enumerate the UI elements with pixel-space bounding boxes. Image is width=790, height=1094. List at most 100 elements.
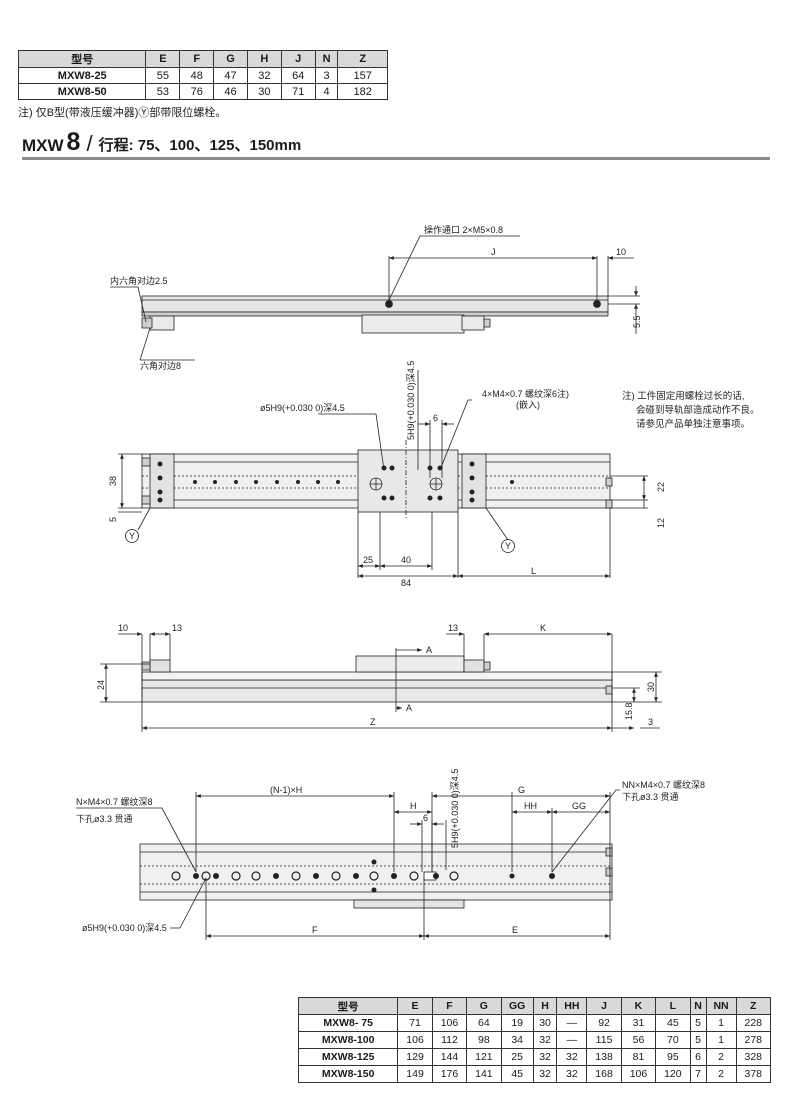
- bottom-dim-HH: HH: [524, 801, 537, 811]
- plan-pin-hole: ø5H9(+0.030 0)深4.5: [260, 403, 345, 413]
- side-view: [100, 632, 662, 732]
- value-cell: 176: [431, 1065, 468, 1083]
- plan-dim-6: 6: [433, 413, 438, 423]
- top-table-header-cell: 型号: [17, 50, 147, 68]
- value-cell: 30: [246, 83, 282, 100]
- value-cell: 168: [586, 1065, 622, 1083]
- value-cell: 32: [556, 1065, 588, 1083]
- plan-thread: 4×M4×0.7 螺纹深6注): [482, 388, 569, 399]
- value-cell: 92: [586, 1014, 622, 1032]
- value-cell: 53: [145, 83, 181, 100]
- side-dim-30: 30: [646, 682, 656, 692]
- bottom-slot: 5H9(+0.030 0)深4.5: [450, 769, 460, 848]
- value-cell: 71: [280, 83, 316, 100]
- plan-dim-25: 25: [363, 555, 373, 565]
- value-cell: 64: [466, 1014, 502, 1032]
- value-cell: 2: [705, 1065, 737, 1083]
- value-cell: 5: [689, 1031, 707, 1049]
- model-cell: MXW8-50: [17, 83, 147, 100]
- bottom-pin-hole: ø5H9(+0.030 0)深4.5: [82, 923, 167, 933]
- marker-Y-right: Y: [505, 541, 511, 551]
- top-view: [110, 235, 640, 361]
- title-slash: /: [86, 131, 93, 156]
- value-cell: 112: [431, 1031, 468, 1049]
- value-cell: 182: [337, 83, 388, 100]
- plan-view-holes: [157, 461, 514, 503]
- plan-thread-sub: (嵌入): [516, 400, 540, 410]
- bottom-view: [76, 789, 620, 940]
- side-dim-K: K: [540, 623, 546, 633]
- bottom-dim-H: H: [410, 801, 417, 811]
- value-cell: 25: [500, 1048, 534, 1066]
- model-cell: MXW8- 75: [297, 1014, 399, 1032]
- value-cell: —: [556, 1031, 588, 1049]
- value-cell: 76: [179, 83, 215, 100]
- bottom-dim-N1H: (N-1)×H: [270, 785, 302, 795]
- value-cell: 30: [532, 1014, 558, 1032]
- bottom-dim-G: G: [518, 785, 525, 795]
- title-rule: [22, 157, 770, 160]
- value-cell: 81: [620, 1048, 657, 1066]
- plan-dim-12: 12: [656, 518, 666, 528]
- top-table-header-cell: E: [145, 50, 181, 68]
- value-cell: 1: [705, 1014, 737, 1032]
- value-cell: 149: [397, 1065, 433, 1083]
- value-cell: 1: [705, 1031, 737, 1049]
- bottom-thread-N: N×M4×0.7 螺纹深8: [76, 796, 153, 807]
- dim-J-top: J: [491, 247, 496, 257]
- plan-view: [118, 370, 648, 578]
- value-cell: 278: [735, 1031, 772, 1049]
- side-dim-Z: Z: [370, 717, 376, 727]
- bottom-thread-NN: NN×M4×0.7 螺纹深8: [622, 779, 705, 790]
- caution-line-2: 会碰到导轨部造成动作不良。: [636, 405, 760, 416]
- value-cell: 6: [689, 1048, 707, 1066]
- dim-10-top: 10: [616, 247, 626, 257]
- value-cell: 378: [735, 1065, 772, 1083]
- value-cell: 46: [213, 83, 248, 100]
- value-cell: 5: [689, 1014, 707, 1032]
- dim-5-5-top: 5.5: [632, 315, 642, 328]
- value-cell: 56: [620, 1031, 657, 1049]
- value-cell: —: [556, 1014, 588, 1032]
- value-cell: 129: [397, 1048, 433, 1066]
- bottom-dim-GG: GG: [572, 801, 586, 811]
- value-cell: 70: [655, 1031, 691, 1049]
- plan-dim-38: 38: [108, 476, 118, 486]
- model-cell: MXW8-100: [297, 1031, 399, 1049]
- title-stroke: 行程: 75、100、125、150mm: [98, 137, 302, 154]
- section-A-top: A: [426, 645, 432, 655]
- value-cell: 48: [179, 67, 215, 84]
- bottom-through-NN: 下孔ø3.3 贯通: [622, 792, 679, 802]
- side-dim-24: 24: [96, 680, 106, 690]
- value-cell: 157: [337, 67, 388, 84]
- plan-dim-22: 22: [656, 482, 666, 492]
- title-model: MXW: [22, 136, 64, 155]
- caution-note: 注) 工件固定用螺栓过长的话, 会碰到导轨部造成动作不良。 请参见产品单独注意事…: [622, 390, 760, 432]
- plan-dim-40: 40: [401, 555, 411, 565]
- bottom-table-header-cell: Z: [735, 997, 772, 1015]
- bottom-table-header-cell: GG: [500, 997, 534, 1015]
- value-cell: 45: [500, 1065, 534, 1083]
- value-cell: 120: [655, 1065, 691, 1083]
- bottom-table-header-cell: K: [620, 997, 657, 1015]
- bottom-table-header-cell: E: [397, 997, 433, 1015]
- bottom-dim-E: E: [512, 925, 518, 935]
- model-cell: MXW8-150: [297, 1065, 399, 1083]
- bottom-table-header-cell: HH: [556, 997, 588, 1015]
- value-cell: 141: [466, 1065, 502, 1083]
- hex-flat-label: 六角对边8: [140, 360, 181, 371]
- value-cell: 138: [586, 1048, 622, 1066]
- title-size: 8: [66, 128, 81, 156]
- plan-dim-L: L: [531, 566, 536, 576]
- caution-line-1: 注) 工件固定用螺栓过长的话,: [622, 391, 745, 402]
- top-table-header-cell: G: [213, 50, 248, 68]
- bottom-table-header-cell: L: [655, 997, 691, 1015]
- side-dim-3: 3: [648, 717, 653, 727]
- bottom-dim-6: 6: [423, 813, 428, 823]
